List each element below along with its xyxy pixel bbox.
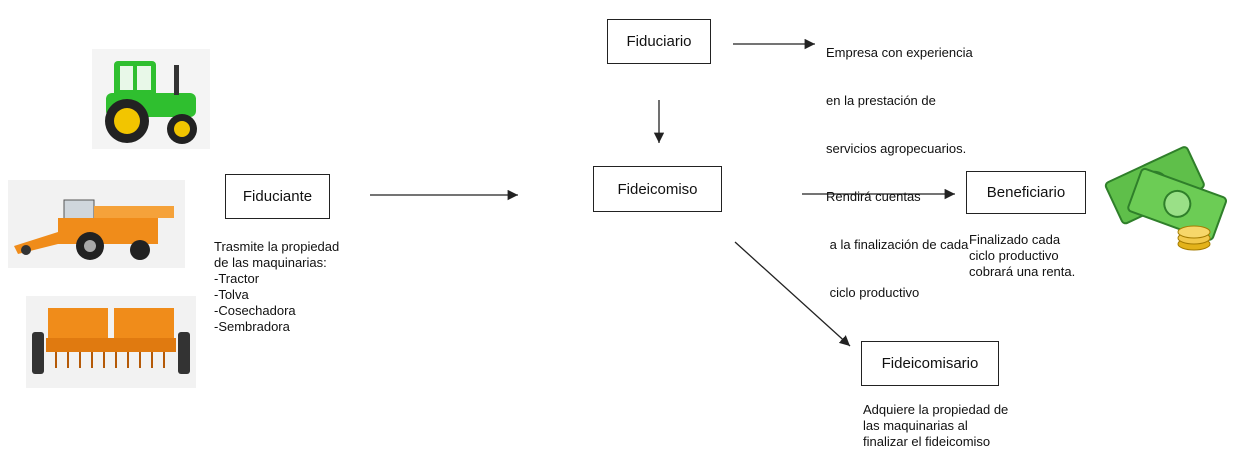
fiduciante-label: Fiduciante <box>242 188 313 205</box>
arrow-fideicomiso-to-fideicomisario <box>734 241 851 347</box>
orange-harvester-image <box>8 180 185 268</box>
fiduciante-box: Fiduciante <box>225 174 330 219</box>
beneficiario-box: Beneficiario <box>966 171 1086 214</box>
fiduciario-box: Fiduciario <box>607 19 711 64</box>
green-tractor-image <box>92 49 210 149</box>
fiduciario-label: Fiduciario <box>626 33 692 50</box>
fideicomiso-box: Fideicomiso <box>593 166 722 212</box>
beneficiario-note: Finalizado cada ciclo productivo cobrará… <box>969 232 1076 279</box>
fiduciario-note: Empresa con experiencia en la prestación… <box>826 45 973 300</box>
fideicomisario-box: Fideicomisario <box>861 341 999 386</box>
fideicomiso-label: Fideicomiso <box>617 180 698 198</box>
fideicomisario-note: Adquiere la propiedad de las maquinarias… <box>863 402 1009 449</box>
fiduciante-note: Trasmite la propiedad de las maquinarias… <box>214 239 340 334</box>
beneficiario-label: Beneficiario <box>986 184 1066 201</box>
money-bills-image <box>1104 146 1227 251</box>
orange-seeder-image <box>26 296 196 388</box>
fideicomisario-label: Fideicomisario <box>881 355 979 372</box>
